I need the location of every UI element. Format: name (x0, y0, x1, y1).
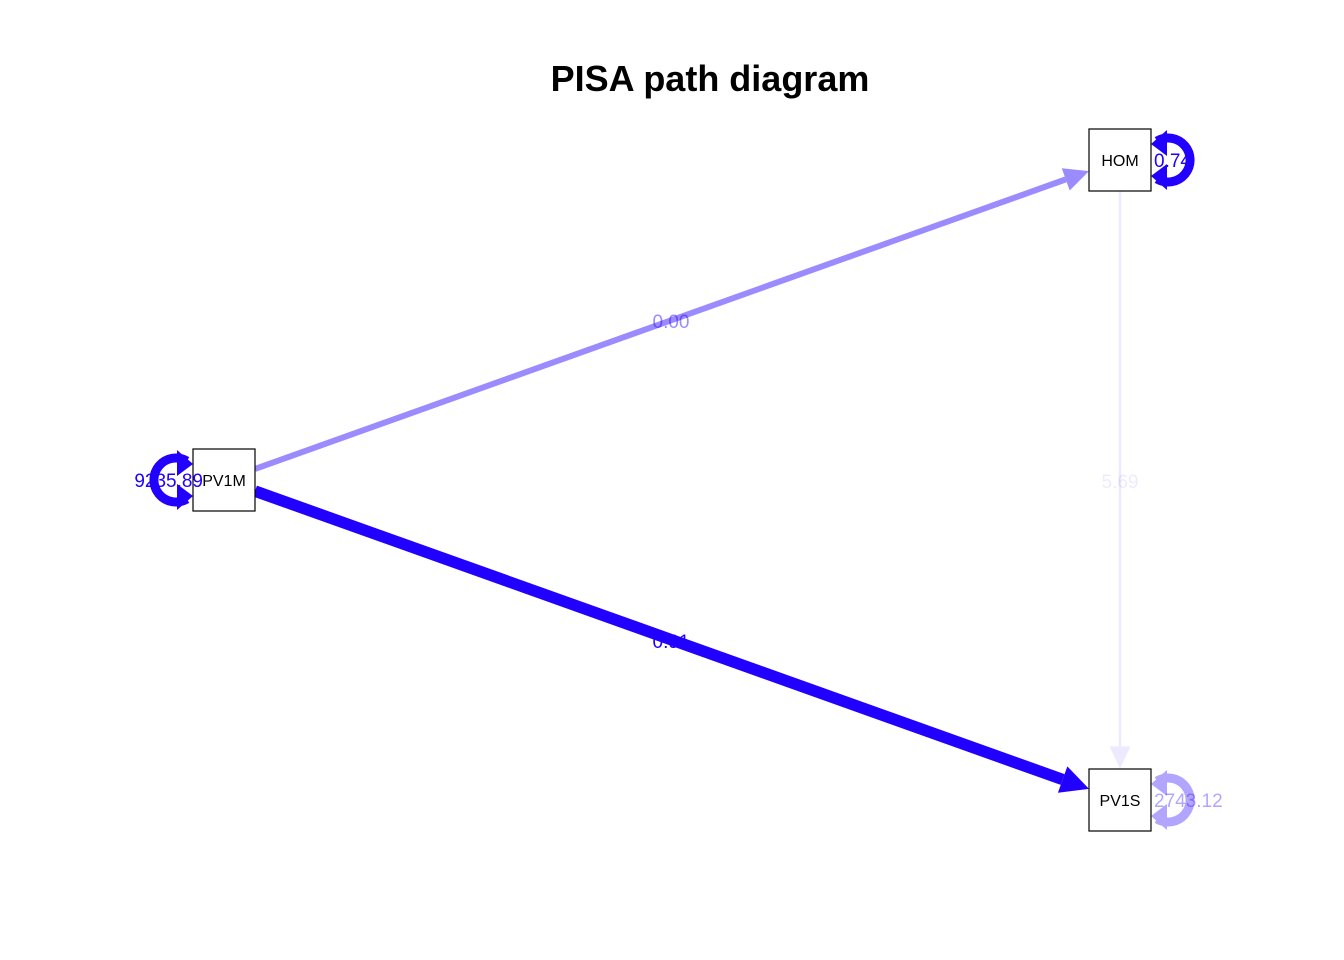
edge-pv1m-to-pv1s (253, 485, 1089, 793)
edge-line (253, 485, 1065, 785)
variance-loop-pv1s (1151, 770, 1195, 830)
variance-label: 0.74 (1154, 151, 1191, 172)
variance-loops-layer (149, 130, 1195, 830)
edge-label: 0.00 (653, 312, 690, 333)
edge-label: 5.69 (1102, 472, 1139, 493)
edge-hom-to-pv1s (1109, 191, 1131, 769)
edge-pv1m-to-hom (253, 168, 1089, 472)
edge-label: 0.91 (653, 632, 690, 653)
node-label: HOM (1101, 153, 1138, 170)
arrowhead-icon (177, 450, 193, 476)
edges-layer (253, 168, 1131, 793)
loop-arc (149, 453, 190, 507)
variance-loop-hom (1151, 130, 1195, 190)
nodes-layer: HOM PV1M PV1S (192, 128, 1152, 832)
node-pv1s[interactable]: PV1S (1088, 768, 1152, 832)
arrowhead-icon (1151, 804, 1167, 830)
loop-arc (1154, 773, 1195, 827)
labels-layer: 0.00 0.91 5.69 0.74 9235.89 2743.12 (134, 151, 1222, 812)
node-label: PV1S (1100, 793, 1141, 810)
node-label: PV1M (202, 473, 246, 490)
arrowhead-icon (1151, 164, 1167, 190)
variance-label: 9235.89 (134, 471, 203, 492)
variance-label: 2743.12 (1154, 791, 1223, 812)
diagram-title: PISA path diagram (550, 58, 870, 99)
arrowhead-icon (177, 484, 193, 510)
arrowhead-icon (1151, 770, 1167, 796)
arrowhead-icon (1151, 130, 1167, 156)
arrowhead-icon (1061, 168, 1089, 191)
node-box[interactable] (1088, 128, 1152, 192)
loop-arc (1154, 133, 1195, 187)
variance-loop-pv1m (149, 450, 193, 510)
arrowhead-icon (1109, 746, 1131, 769)
node-hom[interactable]: HOM (1088, 128, 1152, 192)
node-box[interactable] (1088, 768, 1152, 832)
node-pv1m[interactable]: PV1M (192, 448, 256, 512)
node-box[interactable] (192, 448, 256, 512)
edge-line (253, 176, 1067, 472)
arrowhead-icon (1057, 766, 1089, 793)
